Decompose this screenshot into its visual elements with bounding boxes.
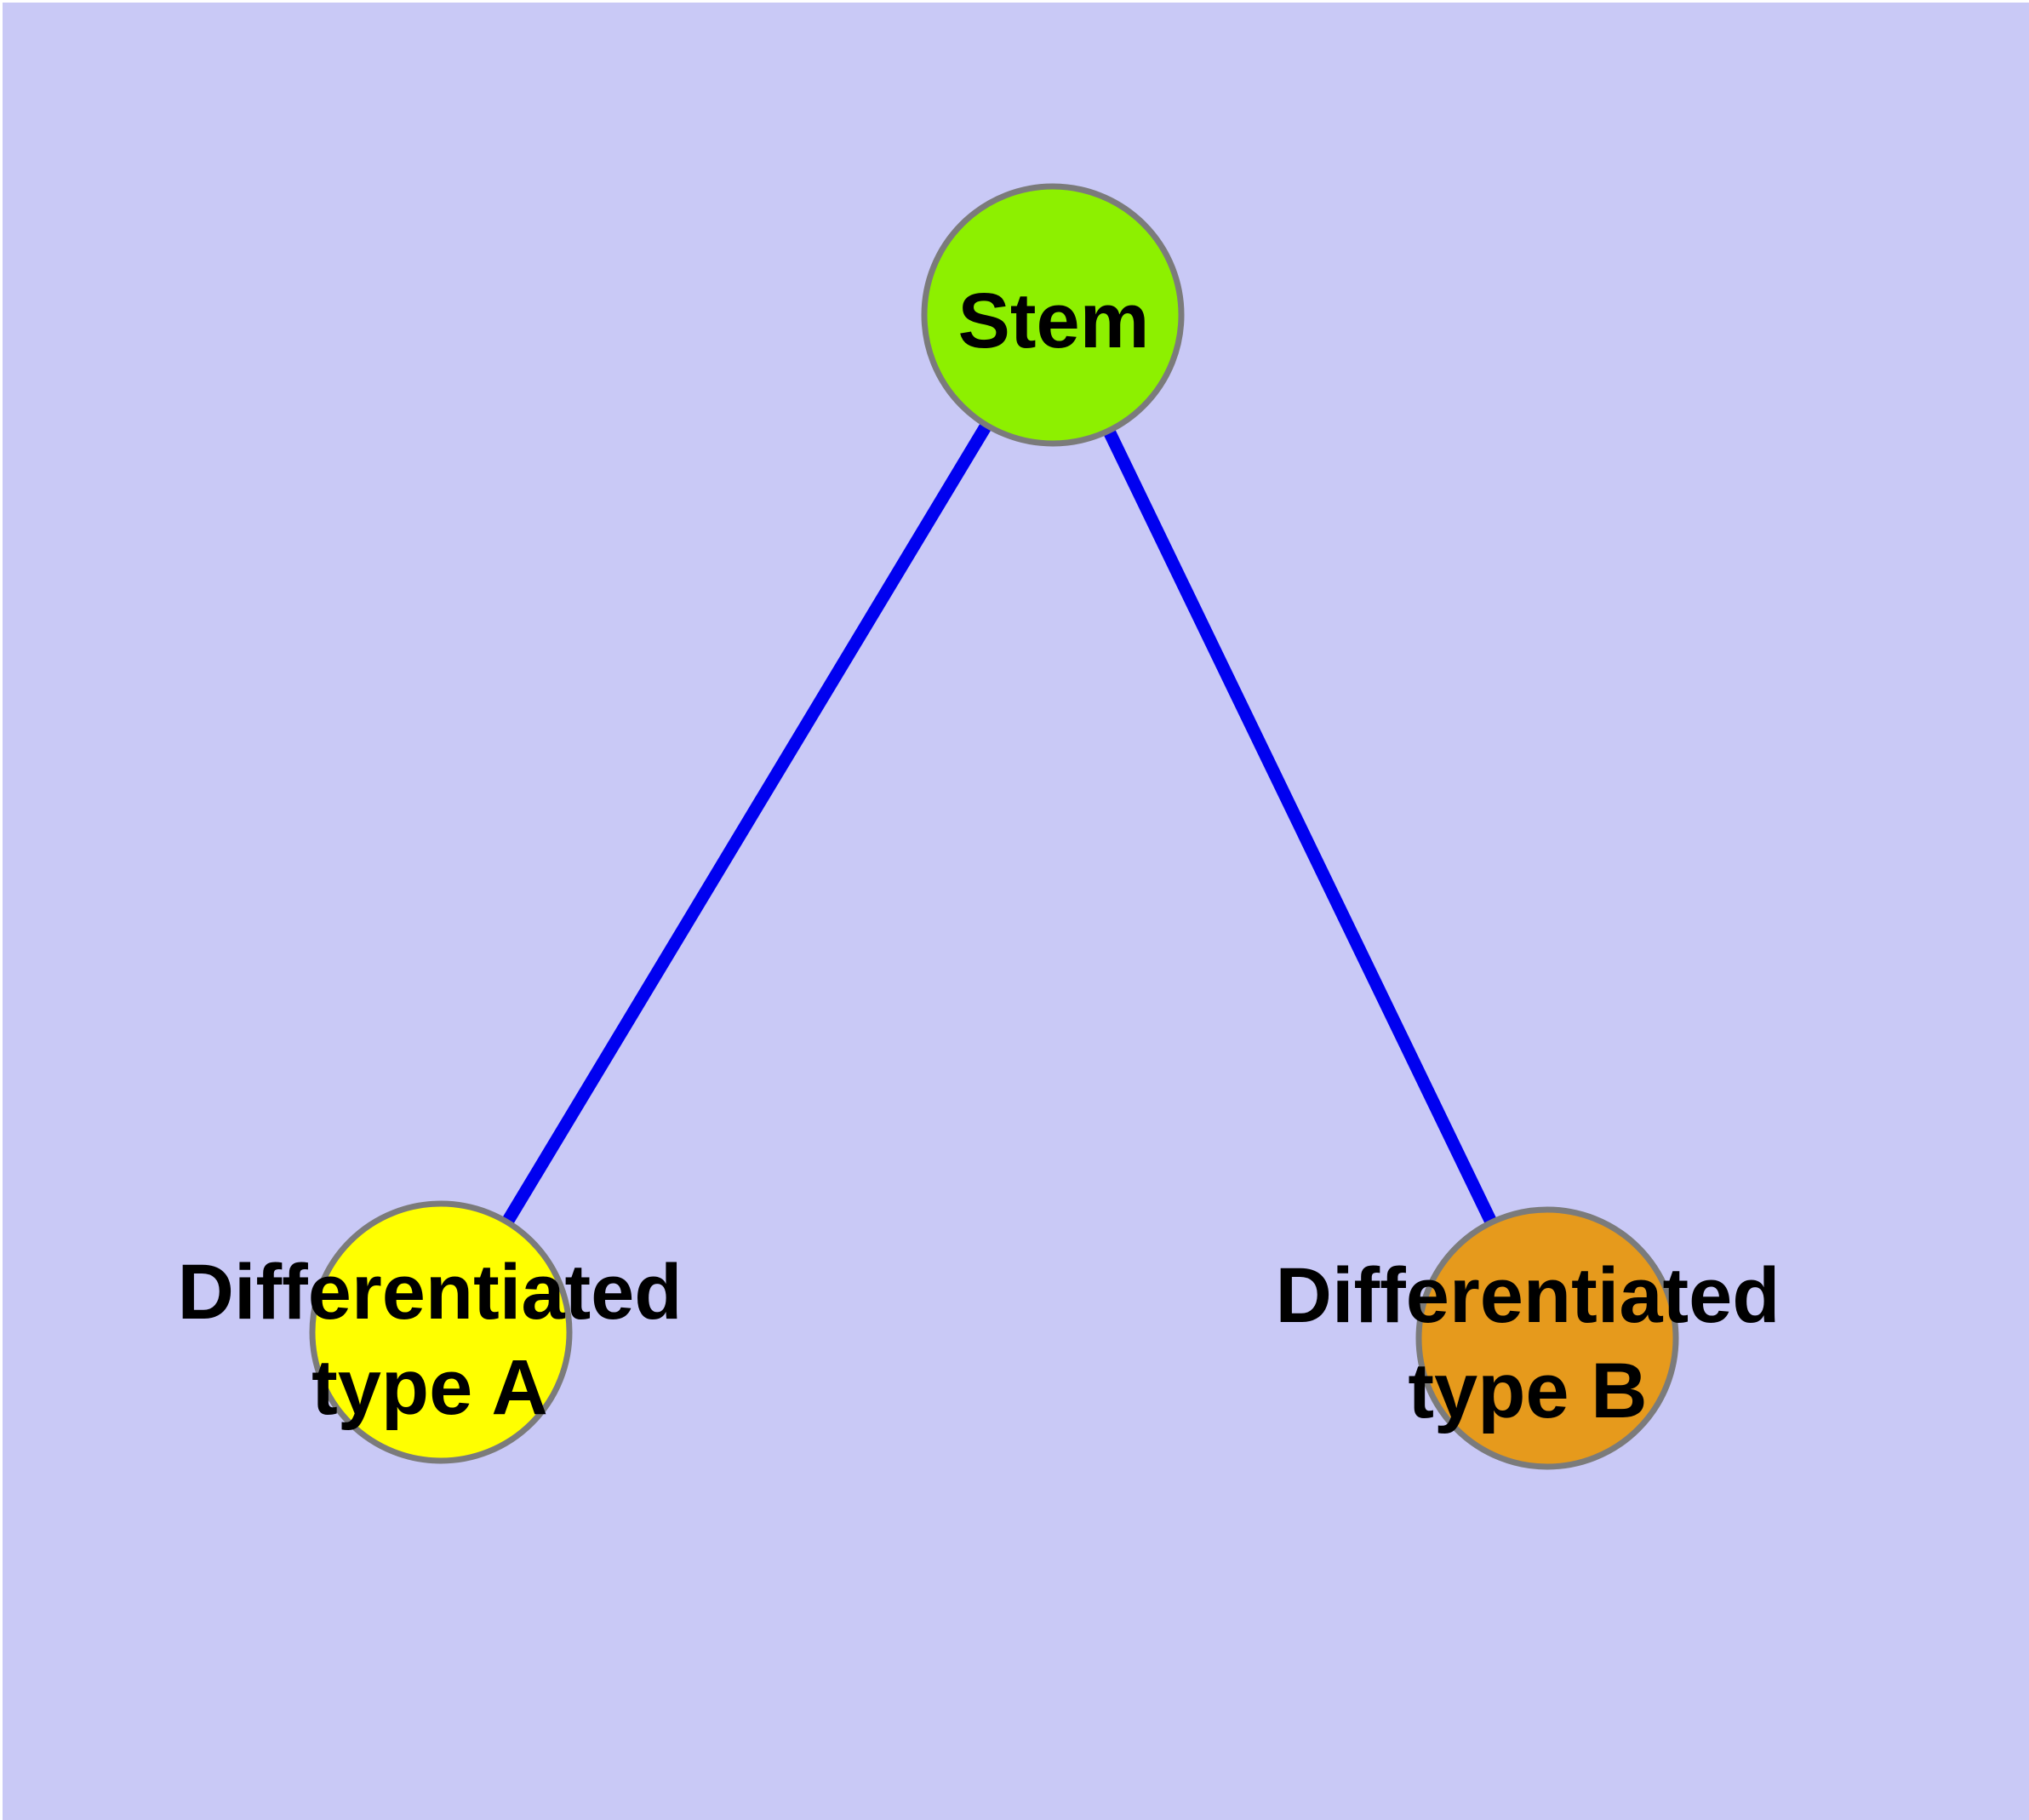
node-label-type-a-line2: type A: [311, 1344, 548, 1431]
node-stem: [921, 183, 1185, 447]
node-label-stem: Stem: [958, 278, 1150, 364]
edge-stem-to-type-b: [1047, 312, 1553, 1342]
node-differentiated-type-a: [309, 1200, 573, 1464]
node-differentiated-type-b: [1415, 1206, 1679, 1470]
node-label-type-b-line1: Differentiated: [1276, 1252, 1780, 1339]
node-label-type-b-line2: type B: [1408, 1348, 1647, 1434]
node-label-type-a-line1: Differentiated: [178, 1249, 683, 1336]
edge-stem-to-type-a: [435, 312, 1059, 1336]
